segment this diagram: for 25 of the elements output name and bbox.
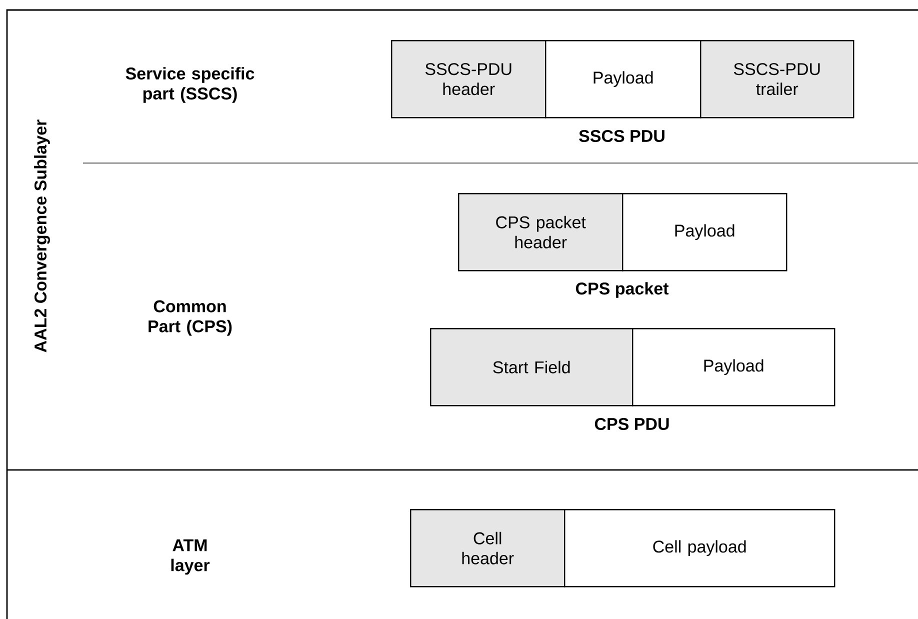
payload-field — [545, 40, 702, 118]
field-text: CPS packet header — [496, 216, 586, 248]
layer-label: Service specific part (SSCS) — [126, 67, 254, 103]
field-text: Start Field — [493, 360, 570, 374]
header-field — [430, 328, 634, 406]
payload-field — [622, 193, 788, 272]
pdu-caption: CPS packet — [576, 282, 669, 298]
field-text: Cell header — [462, 532, 514, 564]
field-text: Payload — [675, 224, 734, 240]
field-text: Payload — [704, 359, 764, 376]
payload-field — [564, 509, 836, 588]
header-field — [700, 40, 854, 118]
layer-label: ATM layer — [171, 539, 210, 575]
field-text: Payload — [594, 71, 653, 88]
field-text: SSCS-PDU header — [425, 63, 512, 96]
pdu-caption: SSCS PDU — [579, 130, 664, 142]
pdu-caption: CPS PDU — [594, 418, 669, 430]
field-text: SSCS-PDU trailer — [734, 63, 820, 96]
header-field — [391, 40, 546, 118]
header-field — [410, 509, 566, 588]
field-text: Cell payload — [653, 540, 746, 556]
payload-field — [632, 328, 836, 406]
header-field — [458, 193, 624, 272]
layer-label: Common Part (CPS) — [148, 300, 232, 336]
sublayer-label: AAL2 Convergence Sublayer — [34, 120, 50, 352]
